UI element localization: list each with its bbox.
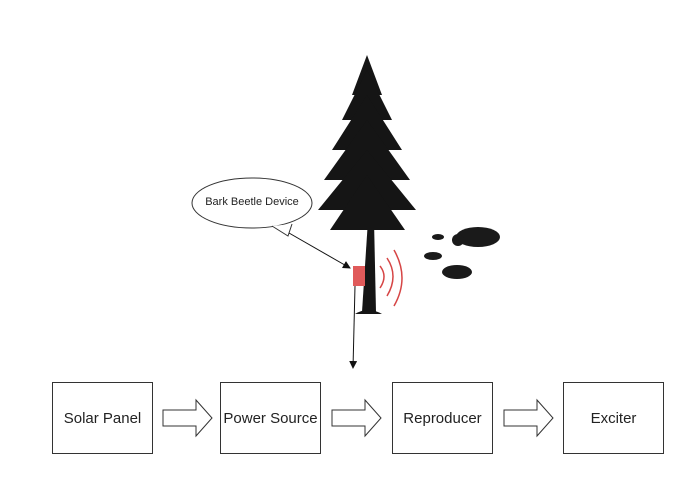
callout-label: Bark Beetle Device <box>205 196 299 208</box>
reproducer-block: Reproducer <box>392 382 493 454</box>
device-icon <box>353 266 365 286</box>
exciter-block: Exciter <box>563 382 664 454</box>
sound-wave-icon <box>379 249 403 307</box>
device-connector <box>349 285 358 369</box>
pine-tree-icon <box>318 55 416 314</box>
callout-arrow <box>288 232 351 269</box>
flow-arrow-1 <box>162 398 213 438</box>
flow-arrow-2 <box>331 398 382 438</box>
bark-beetle-icon <box>424 227 500 279</box>
flow-arrows <box>162 398 554 438</box>
power-source-block: Power Source <box>220 382 321 454</box>
flow-arrow-3 <box>503 398 554 438</box>
callout-bubble <box>191 177 313 229</box>
solar-panel-block: Solar Panel <box>52 382 153 454</box>
